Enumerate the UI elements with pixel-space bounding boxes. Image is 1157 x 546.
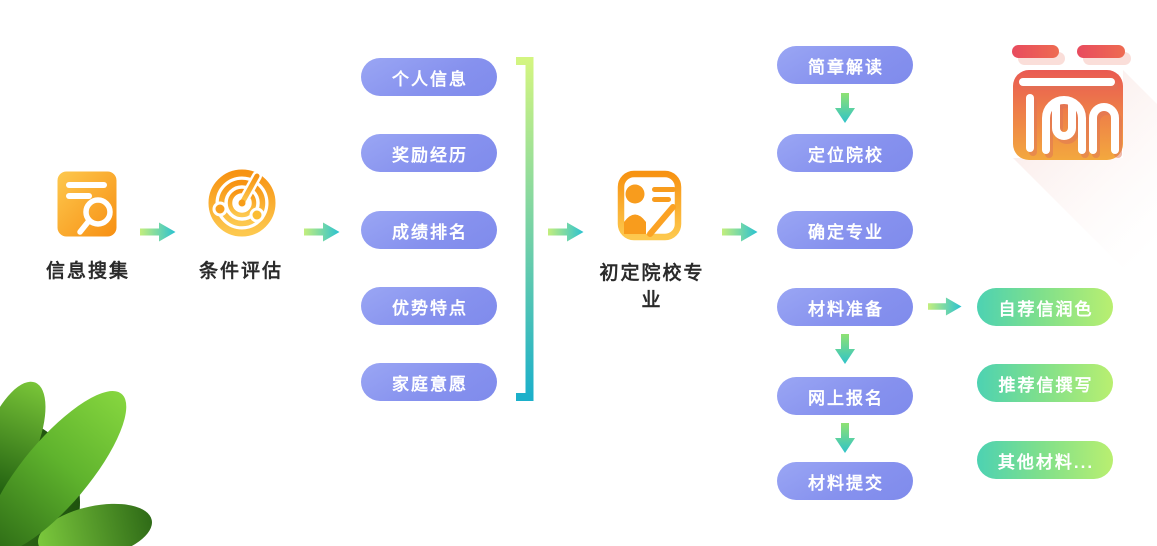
- flow-arrow-down-icon: [835, 334, 855, 364]
- leaf-decoration: [0, 381, 152, 546]
- step-pill-brochure: 简章解读: [777, 46, 913, 84]
- group-bracket: [516, 57, 534, 401]
- step-pill-choose-major: 确定专业: [777, 211, 913, 249]
- flow-arrow-right-icon: [928, 297, 962, 316]
- flow-arrow-right-icon: [722, 222, 758, 242]
- flow-arrow-down-icon: [835, 93, 855, 123]
- material-pill-other: 其他材料...: [977, 441, 1113, 479]
- factor-pill-awards: 奖励经历: [361, 134, 497, 172]
- flow-arrow-right-icon: [548, 222, 584, 242]
- factor-pill-grades: 成绩排名: [361, 211, 497, 249]
- factor-pill-family-wishes: 家庭意愿: [361, 363, 497, 401]
- material-pill-self-recommendation: 自荐信润色: [977, 288, 1113, 326]
- step-pill-online-registration: 网上报名: [777, 377, 913, 415]
- factor-pill-personal-info: 个人信息: [361, 58, 497, 96]
- flow-arrow-right-icon: [304, 222, 340, 242]
- document-search-icon: [57, 171, 117, 237]
- flow-arrow-right-icon: [140, 222, 176, 242]
- stage-label-shortlist: 初定院校专业: [599, 263, 705, 311]
- flow-arrow-down-icon: [835, 423, 855, 453]
- person-presenting-icon: [617, 170, 682, 241]
- radar-icon: [208, 169, 276, 237]
- step-pill-submit-materials: 材料提交: [777, 462, 913, 500]
- material-pill-recommendation-letter: 推荐信撰写: [977, 364, 1113, 402]
- step-pill-prepare-materials: 材料准备: [777, 288, 913, 326]
- step-pill-target-schools: 定位院校: [777, 134, 913, 172]
- brand-logo: [1012, 45, 1157, 302]
- stage-label-collect: 信息搜集: [45, 261, 130, 282]
- stage-label-evaluate: 条件评估: [198, 261, 283, 282]
- factor-pill-strengths: 优势特点: [361, 287, 497, 325]
